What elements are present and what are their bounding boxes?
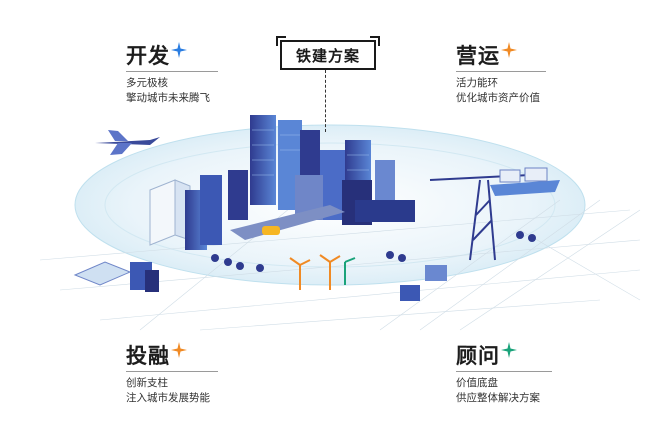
section-develop-title: 开发 bbox=[126, 44, 170, 68]
section-invest-rule bbox=[126, 371, 218, 372]
section-operate-line-1: 活力能环 bbox=[456, 77, 498, 89]
section-invest-title: 投融 bbox=[126, 344, 170, 368]
building-windows bbox=[252, 129, 369, 176]
center-leader-line bbox=[325, 70, 326, 132]
section-operate-title: 营运 bbox=[456, 44, 500, 68]
section-develop-rule bbox=[126, 71, 218, 72]
sparkle-icon bbox=[171, 342, 187, 358]
section-invest-line-1: 创新支柱 bbox=[126, 377, 168, 389]
sparkle-icon bbox=[501, 42, 517, 58]
teal-turbines bbox=[344, 257, 356, 285]
section-consult-line-1: 价值底盘 bbox=[456, 377, 498, 389]
road bbox=[230, 205, 345, 240]
blocks-bottom-right bbox=[400, 265, 447, 301]
center-title: 铁建方案 bbox=[276, 36, 380, 70]
section-invest: 投融 创新支柱 注入城市发展势能 bbox=[126, 342, 218, 406]
yellow-car bbox=[262, 226, 280, 235]
crane bbox=[429, 174, 531, 261]
section-consult: 顾问 价值底盘 供应整体解决方案 bbox=[456, 342, 552, 406]
section-invest-line-2: 注入城市发展势能 bbox=[126, 392, 210, 404]
section-operate-rule bbox=[456, 71, 546, 72]
section-consult-rule bbox=[456, 371, 552, 372]
airplane bbox=[95, 130, 160, 155]
ships bbox=[490, 167, 560, 196]
section-operate-line-2: 优化城市资产价值 bbox=[456, 92, 540, 104]
left-white-towers bbox=[149, 179, 191, 246]
section-develop-line-2: 擎动城市未来腾飞 bbox=[126, 92, 210, 104]
section-consult-line-2: 供应整体解决方案 bbox=[456, 392, 540, 404]
section-develop-line-1: 多元极核 bbox=[126, 77, 168, 89]
section-operate: 营运 活力能环 优化城市资产价值 bbox=[456, 42, 546, 106]
sparkle-icon bbox=[501, 342, 517, 358]
section-develop: 开发 多元极核 擎动城市未来腾飞 bbox=[126, 42, 218, 106]
blocks-bottom-left bbox=[73, 261, 159, 292]
wind-turbines bbox=[289, 254, 341, 290]
trees bbox=[211, 231, 536, 272]
section-consult-title: 顾问 bbox=[456, 344, 500, 368]
sparkle-icon bbox=[171, 42, 187, 58]
